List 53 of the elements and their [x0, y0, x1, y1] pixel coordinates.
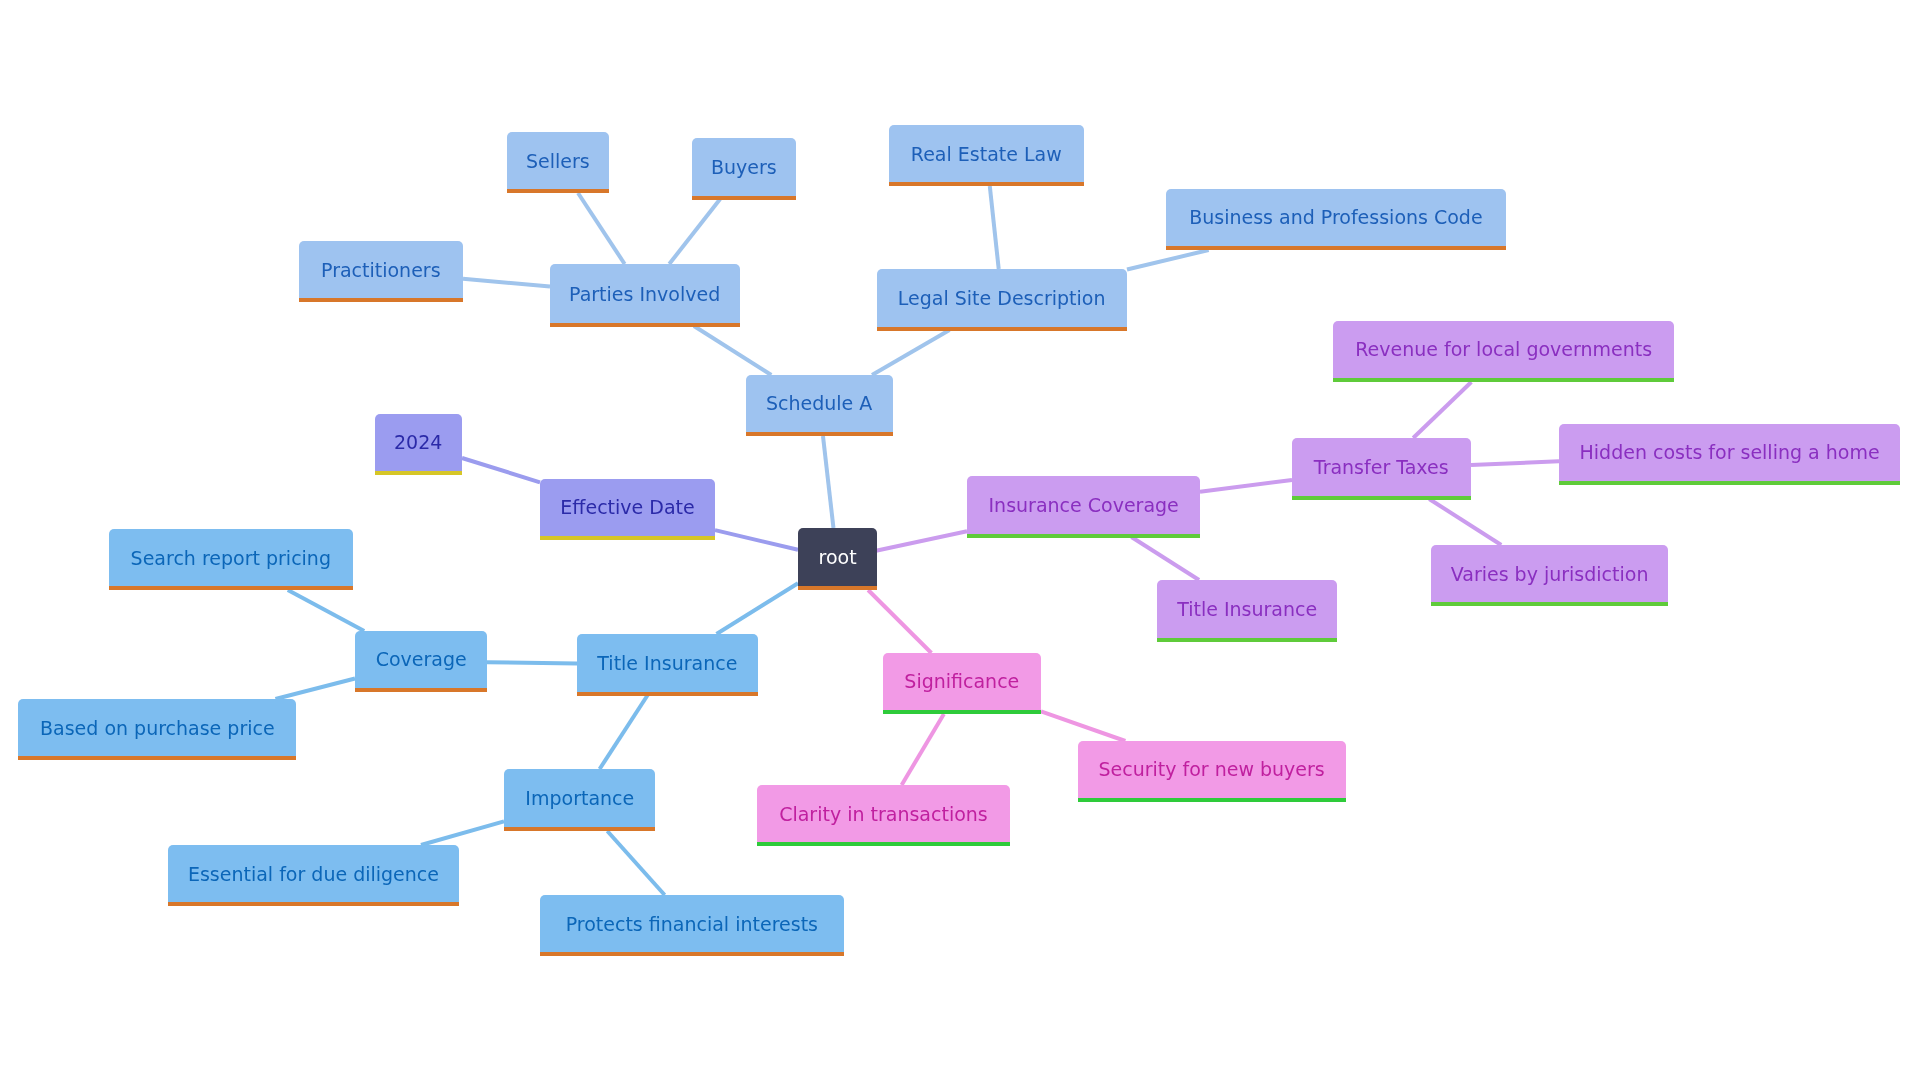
connector-line [715, 581, 800, 636]
topic-box: Sellers [506, 132, 609, 194]
connector-line [987, 185, 1001, 270]
topic-box: Essential for due diligence [167, 844, 460, 907]
topic-box: Buyers [691, 138, 796, 200]
connector-line [821, 435, 836, 529]
topic-box: Schedule A [745, 374, 893, 436]
connector-line [605, 829, 667, 897]
topic-box: Business and Professions Code [1165, 188, 1507, 250]
topic-box: 2024 [374, 413, 462, 476]
topic-box: Revenue for local governments [1333, 320, 1674, 383]
connector-line [899, 712, 946, 787]
topic-box: Practitioners [298, 241, 463, 303]
topic-box: Real Estate Law [888, 124, 1084, 187]
topic-box: Parties Involved [549, 264, 740, 327]
connector-line [692, 324, 773, 377]
topic-box: Based on purchase price [18, 699, 297, 761]
connector-line [486, 660, 578, 666]
topic-box: Transfer Taxes [1291, 438, 1471, 500]
connector-line [866, 588, 933, 655]
connector-line [1040, 709, 1126, 743]
connector-line [1126, 248, 1210, 272]
connector-line [576, 191, 627, 266]
connector-line [1428, 497, 1503, 547]
connector-line [875, 529, 968, 553]
topic-box: Varies by jurisdiction [1431, 544, 1668, 607]
connector-line [871, 328, 951, 377]
connector-line [597, 693, 650, 771]
connector-line [420, 819, 505, 847]
topic-box: Title Insurance [576, 634, 758, 696]
topic-box: Legal Site Description [876, 269, 1127, 331]
topic-box: Significance [882, 652, 1041, 714]
connector-line [286, 588, 366, 633]
topic-box: Search report pricing [108, 528, 353, 591]
topic-box: Effective Date [540, 478, 716, 540]
topic-box: Protects financial interests [540, 895, 844, 957]
topic-box: Clarity in transactions [756, 784, 1011, 847]
connector-line [462, 276, 551, 289]
topic-box: Coverage [355, 630, 488, 692]
connector-line [714, 528, 799, 552]
connector-line [1130, 535, 1201, 582]
connector-line [461, 456, 541, 485]
topic-box: Title Insurance [1157, 580, 1338, 642]
topic-box: Hidden costs for selling a home [1558, 423, 1901, 485]
topic-box: Insurance Coverage [967, 476, 1200, 538]
connector-line [274, 676, 356, 701]
topic-box: Importance [504, 768, 656, 832]
connector-line [667, 197, 722, 266]
connector-line [1199, 477, 1293, 494]
connector-line [1470, 459, 1560, 467]
topic-box: Security for new buyers [1077, 740, 1346, 803]
connector-line [1411, 380, 1473, 440]
root-node: root [798, 527, 877, 591]
